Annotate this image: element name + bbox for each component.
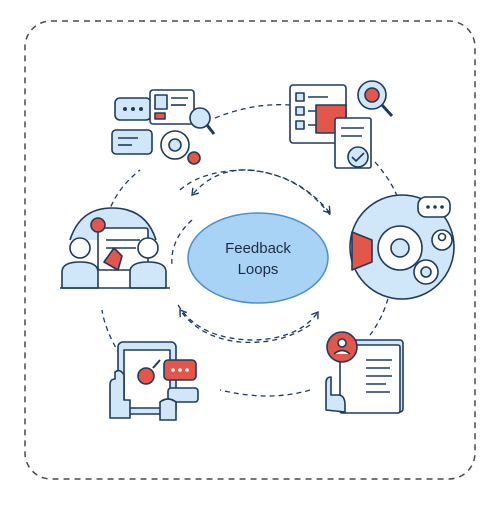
people-whiteboard-icon (60, 207, 170, 289)
phone-chat-hands-icon (109, 341, 199, 421)
center-label-line1: Feedback (225, 240, 291, 257)
inner-loop (171, 169, 331, 344)
outer-frame (24, 20, 476, 480)
center-ellipse (187, 212, 329, 304)
checklist-magnifier-target-icon (289, 80, 394, 169)
center-label: Feedback Loops (188, 238, 328, 280)
gear-chat-user-icon (349, 194, 455, 300)
profile-document-hand-icon (325, 331, 404, 414)
center-label-line2: Loops (237, 261, 279, 278)
chat-documents-gear-icon (111, 89, 216, 165)
